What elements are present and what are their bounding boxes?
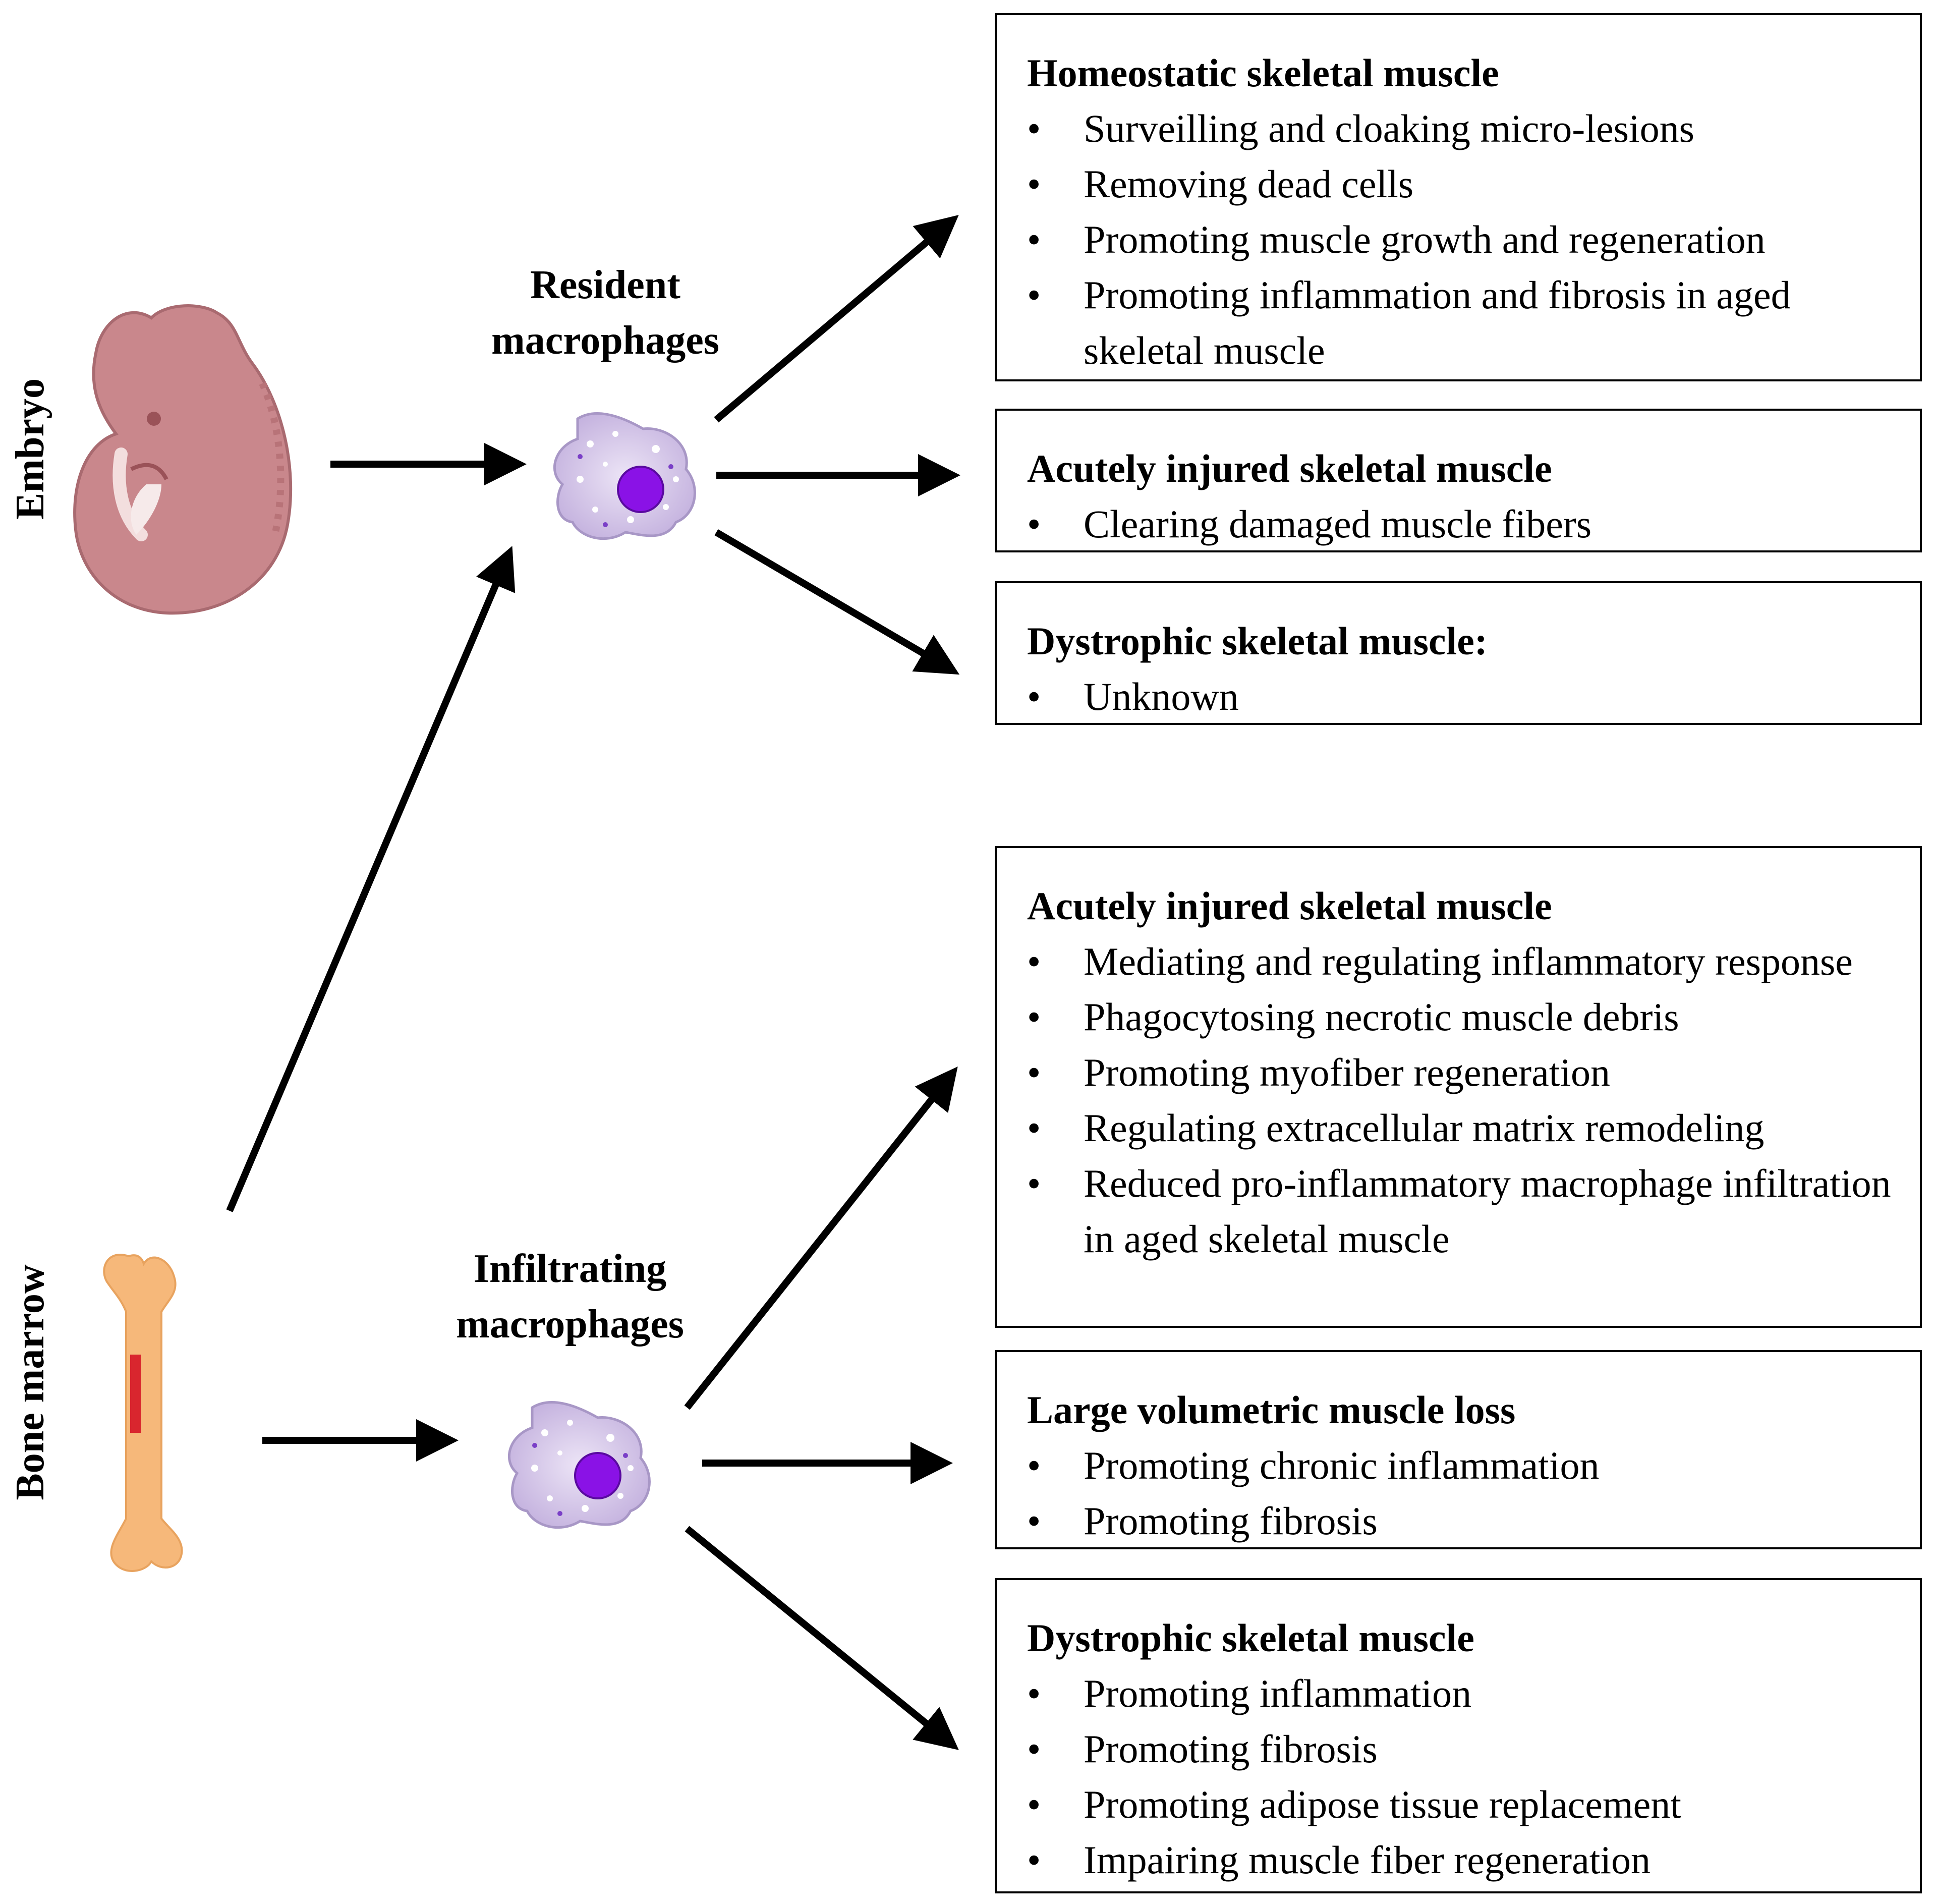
list-item: Promoting inflammation and fibrosis in a… [1027, 267, 1905, 378]
list-item: Promoting inflammation [1027, 1666, 1905, 1721]
arrow-infiltrating-to-acute [684, 1067, 958, 1410]
list-item: Phagocytosing necrotic muscle debris [1027, 989, 1905, 1045]
dystrophic-infiltrating-box: Dystrophic skeletal muscle Promoting inf… [995, 1578, 1922, 1893]
arrow-infiltrating-to-dystrophic [685, 1526, 959, 1750]
list-item: Promoting fibrosis [1027, 1493, 1905, 1549]
list-item: Promoting myofiber regeneration [1027, 1045, 1905, 1100]
list-item: Mediating and regulating inflammatory re… [1027, 934, 1905, 989]
embryo-icon [73, 304, 293, 615]
volumetric-muscle-loss-box: Large volumetric muscle loss Promoting c… [995, 1350, 1922, 1549]
list-item: Promoting chronic inflammation [1027, 1438, 1905, 1493]
resident-macrophages-label: Resident macrophages [491, 263, 719, 363]
list-item: Clearing damaged muscle fibers [1027, 496, 1905, 552]
list-item: Promoting muscle growth and regeneration [1027, 212, 1905, 267]
infiltrating-macrophage-cell-icon [507, 1401, 651, 1529]
function-list: Promoting chronic inflammation Promoting… [1027, 1438, 1905, 1549]
embryo-label: Embryo [8, 378, 52, 520]
list-item: Unknown [1027, 669, 1905, 724]
list-item: Removing dead cells [1027, 156, 1905, 212]
arrow-resident-to-dystrophic [714, 529, 960, 675]
bone-icon [103, 1254, 183, 1572]
list-item: Reduced pro-inflammatory macrophage infi… [1027, 1156, 1905, 1267]
list-item: Impairing muscle fiber regeneration [1027, 1832, 1905, 1888]
acutely-injured-resident-box: Acutely injured skeletal muscle Clearing… [995, 409, 1922, 552]
function-list: Promoting inflammation Promoting fibrosi… [1027, 1666, 1905, 1888]
resident-macrophage-cell-icon [553, 412, 696, 540]
list-item: Promoting adipose tissue replacement [1027, 1777, 1905, 1832]
box-title: Acutely injured skeletal muscle [1027, 884, 1552, 928]
infiltrating-macrophages-label: Infiltrating macrophages [456, 1247, 684, 1347]
arrow-resident-to-homeostatic [714, 214, 959, 423]
function-list: Surveilling and cloaking micro-lesions R… [1027, 101, 1905, 378]
arrow-bonemarrow-to-resident [226, 546, 516, 1212]
acutely-injured-infiltrating-box: Acutely injured skeletal muscle Mediatin… [995, 846, 1922, 1328]
box-title: Dystrophic skeletal muscle [1027, 1616, 1474, 1660]
box-title: Acutely injured skeletal muscle [1027, 446, 1552, 490]
bone-marrow-label: Bone marrow [8, 1264, 52, 1500]
dystrophic-resident-box: Dystrophic skeletal muscle: Unknown [995, 581, 1922, 725]
function-list: Unknown [1027, 669, 1905, 724]
function-list: Clearing damaged muscle fibers [1027, 496, 1905, 552]
box-title: Large volumetric muscle loss [1027, 1388, 1516, 1432]
box-title: Dystrophic skeletal muscle: [1027, 619, 1488, 663]
list-item: Regulating extracellular matrix remodeli… [1027, 1100, 1905, 1156]
homeostatic-muscle-box: Homeostatic skeletal muscle Surveilling … [995, 13, 1922, 381]
box-title: Homeostatic skeletal muscle [1027, 51, 1499, 95]
function-list: Mediating and regulating inflammatory re… [1027, 934, 1905, 1267]
list-item: Surveilling and cloaking micro-lesions [1027, 101, 1905, 156]
list-item: Promoting fibrosis [1027, 1721, 1905, 1777]
